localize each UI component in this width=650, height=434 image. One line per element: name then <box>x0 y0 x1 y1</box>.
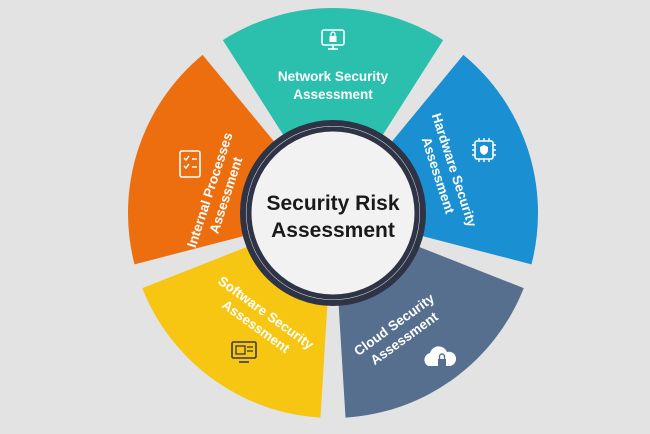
center-title-line1: Security Risk <box>266 192 399 215</box>
segment-internal <box>128 54 278 265</box>
segment-ring <box>128 8 538 418</box>
inner-ring-border <box>240 120 426 306</box>
segment-network-line2: Assessment <box>293 87 373 102</box>
center-circle <box>246 126 420 300</box>
segment-hardware <box>388 54 538 265</box>
cloud-lock-icon <box>424 346 457 366</box>
chip-shield-icon <box>472 138 496 162</box>
segment-network-line1: Network Security <box>278 69 389 84</box>
segment-network-content: Network Security Assessment <box>278 29 389 102</box>
segment-network <box>222 8 444 139</box>
computer-window-icon <box>231 341 257 363</box>
checklist-icon <box>179 150 201 178</box>
center-hub: Security Risk Assessment <box>246 126 420 300</box>
monitor-lock-icon <box>321 29 345 50</box>
center-title-line2: Assessment <box>271 219 395 242</box>
